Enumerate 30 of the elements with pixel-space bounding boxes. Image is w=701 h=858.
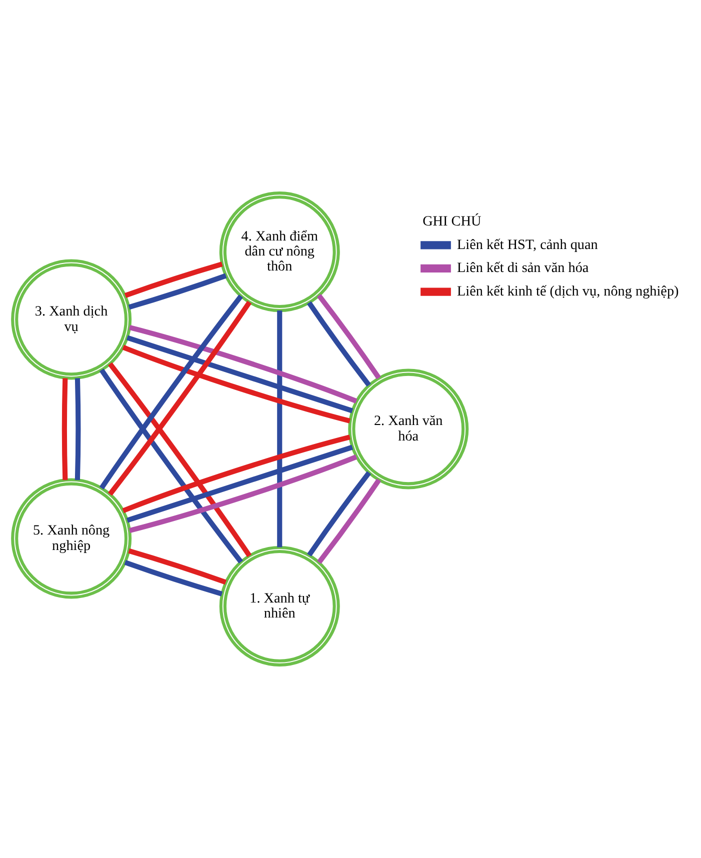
- connector: [99, 368, 243, 564]
- connector: [122, 434, 351, 514]
- connector: [128, 454, 358, 533]
- connector: [126, 444, 354, 523]
- node-circle: 2. Xanh văn hóa: [348, 368, 469, 490]
- legend-label: Liên kết di sản văn hóa: [457, 260, 589, 276]
- connector: [128, 273, 227, 310]
- connector: [99, 294, 243, 490]
- connector: [306, 301, 371, 387]
- legend-label: Liên kết HST, cảnh quan: [457, 236, 598, 253]
- connector: [62, 378, 68, 480]
- connector: [108, 362, 252, 558]
- node-circle: 4. Xanh điểm dân cư nông thôn: [219, 192, 340, 312]
- connector: [128, 325, 358, 404]
- connector: [122, 344, 351, 424]
- connector: [317, 478, 382, 564]
- connector: [307, 471, 372, 557]
- node-circle: 3. Xanh dịch vụ: [11, 259, 132, 380]
- connector: [108, 300, 252, 496]
- connector: [128, 548, 227, 585]
- connector: [316, 294, 381, 380]
- label: GHI CHÚ: [422, 214, 482, 230]
- connector: [124, 560, 223, 596]
- connector: [124, 262, 223, 298]
- connector: [277, 310, 282, 548]
- connector: [126, 335, 354, 414]
- node-circle: 5. Xanh nông nghiệp: [11, 478, 132, 599]
- connector: [74, 378, 81, 480]
- node-circle: 1. Xanh tự nhiên: [219, 546, 340, 666]
- legend-label: Liên kết kinh tế (dịch vụ, nông nghiệp): [457, 284, 679, 300]
